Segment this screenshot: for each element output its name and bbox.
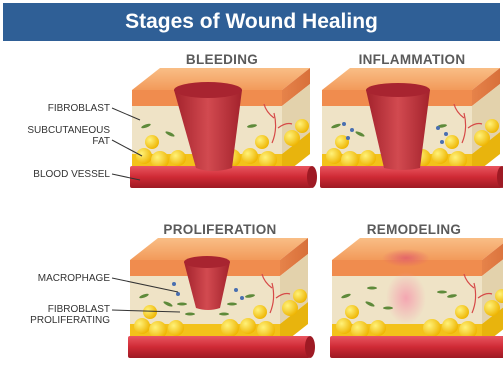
scar-remodeling	[382, 249, 430, 267]
block-inflammation	[320, 68, 503, 188]
block-proliferation	[128, 238, 315, 358]
block-bleeding	[130, 68, 317, 188]
block-remodeling	[330, 238, 503, 358]
